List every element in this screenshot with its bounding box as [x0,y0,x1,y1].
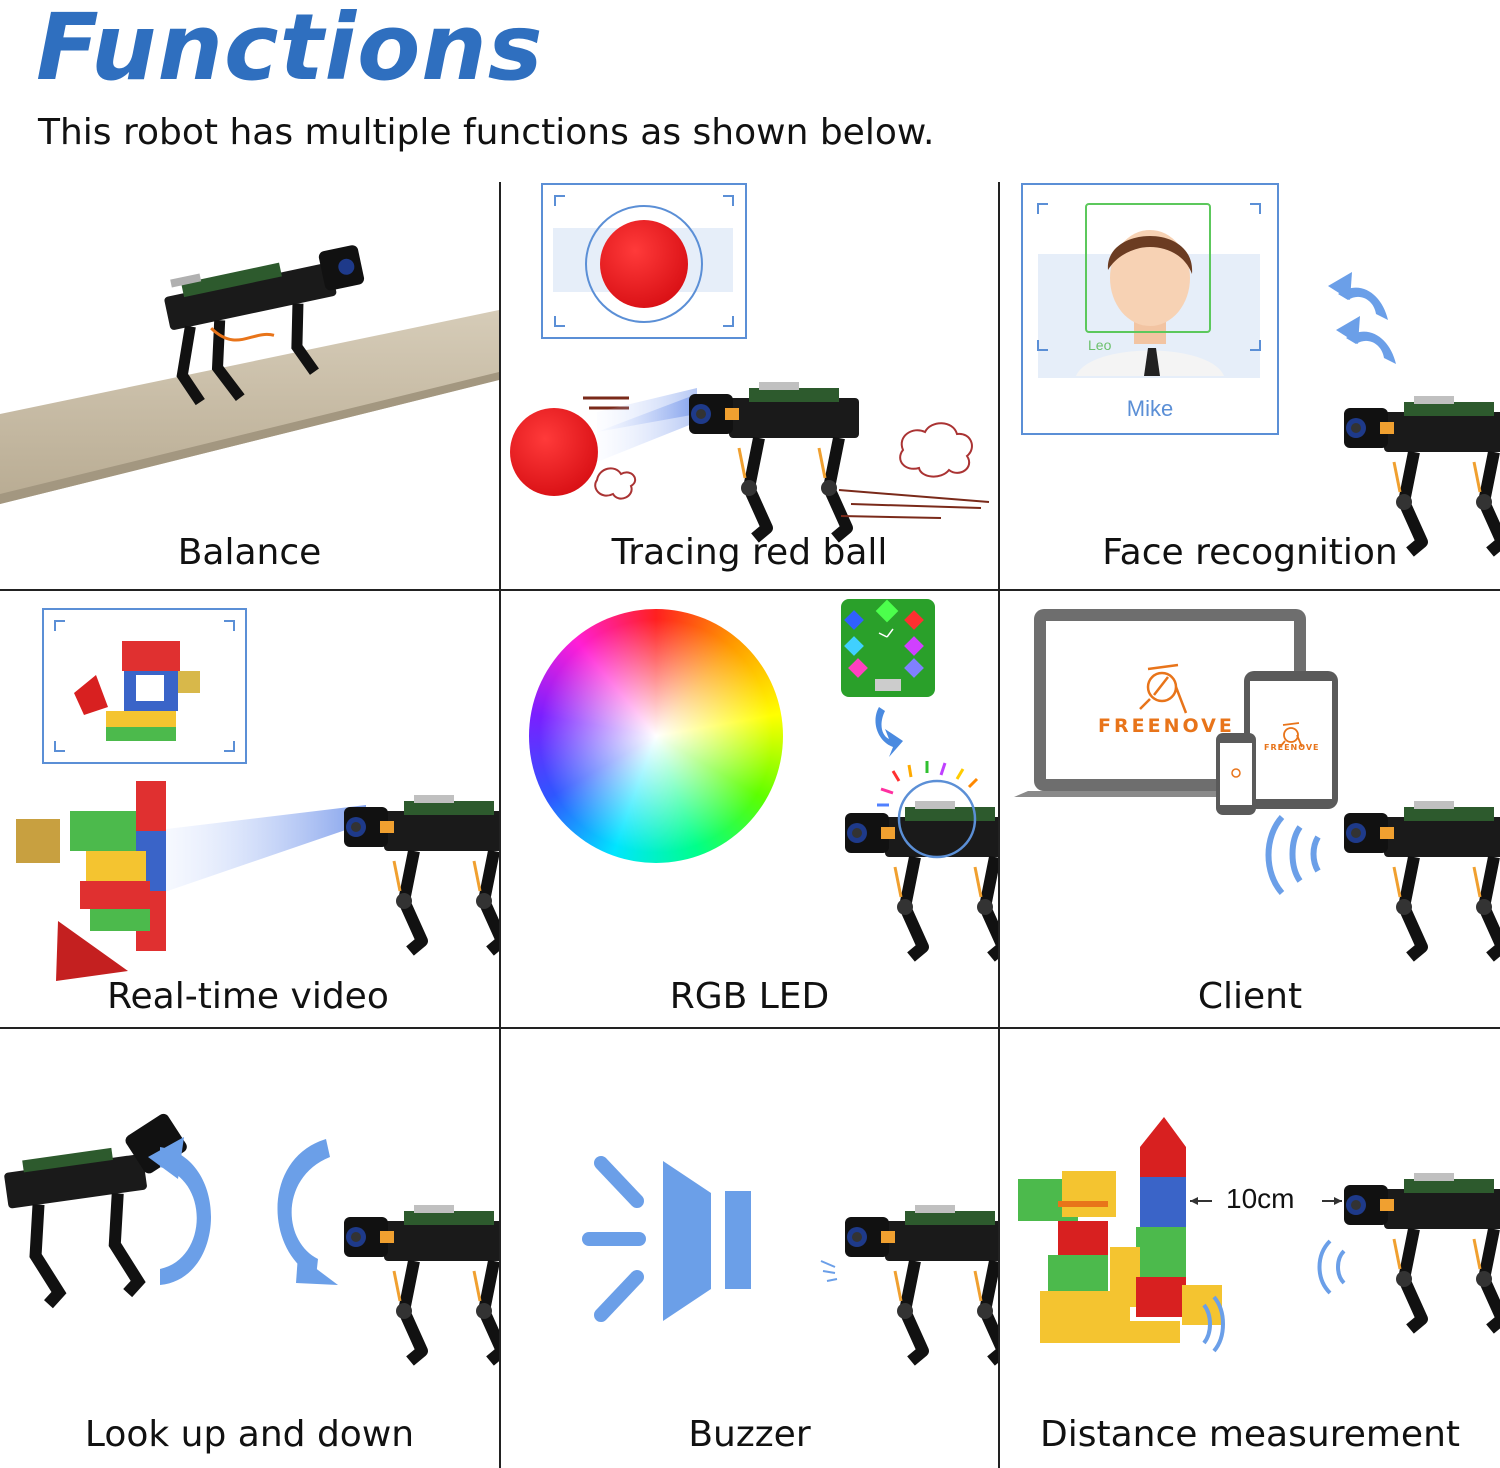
cell-balance: Balance [0,182,499,589]
cell-label-look-up-and-down: Look up and down [84,1414,415,1455]
page-subtitle: This robot has multiple functions as sho… [38,112,935,153]
cell-rgb-led: RGB LED [501,591,998,1027]
balance-illustration [0,245,499,504]
grid-line-h1 [0,589,1500,591]
grid-line-h2 [0,1027,1500,1029]
tracing-illustration [510,183,990,589]
distance-illustration [1018,1117,1500,1353]
face-secondary-name: Leo [1088,337,1112,353]
client-tablet-brand: FREENOVE [1264,743,1320,752]
cell-label-distance-measurement: Distance measurement [1039,1414,1460,1455]
cell-label-buzzer: Buzzer [688,1414,811,1455]
cell-distance-measurement: 10cm Distance measurement [1000,1029,1500,1468]
cell-label-balance: Balance [177,532,322,573]
grid-line-v2 [998,182,1000,1468]
cell-label-face-recognition: Face recognition [1102,532,1398,573]
client-laptop-brand: FREENOVE [1098,715,1235,737]
speaker-icon [663,1161,711,1321]
cell-look-up-and-down: Look up and down [0,1029,499,1468]
page-title: Functions [36,0,544,101]
cell-label-client: Client [1197,976,1303,1017]
cell-real-time-video: Real-time video [0,591,499,1027]
cell-buzzer: Buzzer [501,1029,998,1468]
cell-label-tracing-red-ball: Tracing red ball [611,532,888,573]
color-wheel [529,609,783,863]
face-illustration: Leo [1021,183,1500,589]
cell-label-real-time-video: Real-time video [107,976,389,1017]
rgb-led-illustration [501,599,998,1027]
client-illustration [1014,609,1500,1027]
cell-client: FREENOVE FREENOVE Client [1000,591,1500,1027]
cell-tracing-red-ball: Tracing red ball [501,182,998,589]
distance-value: 10cm [1226,1183,1295,1214]
grid-line-v1 [499,182,501,1468]
cell-face-recognition: Leo Mike Face recognition [1000,182,1500,589]
video-illustration [16,608,499,981]
face-primary-name: Mike [1126,396,1174,421]
buzzer-illustration [582,1156,998,1468]
look-illustration [4,1113,499,1468]
cell-label-rgb-led: RGB LED [669,976,830,1017]
